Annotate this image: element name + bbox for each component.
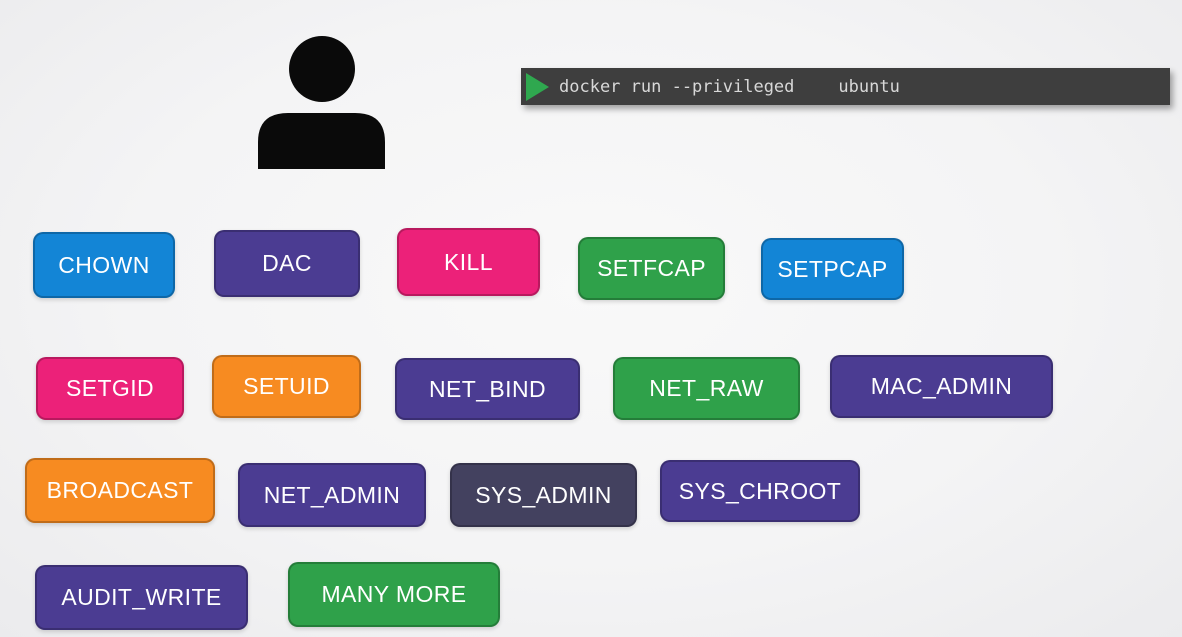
image-argument-text: ubuntu — [838, 76, 900, 97]
capability-badge: KILL — [397, 228, 540, 296]
capability-badge: SETGID — [36, 357, 184, 420]
play-triangle-icon — [526, 72, 549, 101]
command-text: docker run --privileged — [559, 76, 795, 97]
capability-badge: MAC_ADMIN — [830, 355, 1053, 418]
capability-badge: SETPCAP — [761, 238, 904, 300]
capability-badge: BROADCAST — [25, 458, 215, 523]
user-person-icon — [258, 36, 385, 169]
capability-badge: AUDIT_WRITE — [35, 565, 248, 630]
capability-badge: MANY MORE — [288, 562, 500, 627]
capability-badge: SYS_ADMIN — [450, 463, 637, 527]
capability-badge: DAC — [214, 230, 360, 297]
terminal-command-text: docker run --privileged ubuntu — [559, 77, 900, 97]
capability-badge: CHOWN — [33, 232, 175, 298]
terminal-command-bar: docker run --privileged ubuntu — [521, 68, 1170, 105]
capability-badge: NET_ADMIN — [238, 463, 426, 527]
capability-badge: SETUID — [212, 355, 361, 418]
capability-badge: NET_BIND — [395, 358, 580, 420]
capability-badge: SYS_CHROOT — [660, 460, 860, 522]
capability-badge: NET_RAW — [613, 357, 800, 420]
capability-badge: SETFCAP — [578, 237, 725, 300]
